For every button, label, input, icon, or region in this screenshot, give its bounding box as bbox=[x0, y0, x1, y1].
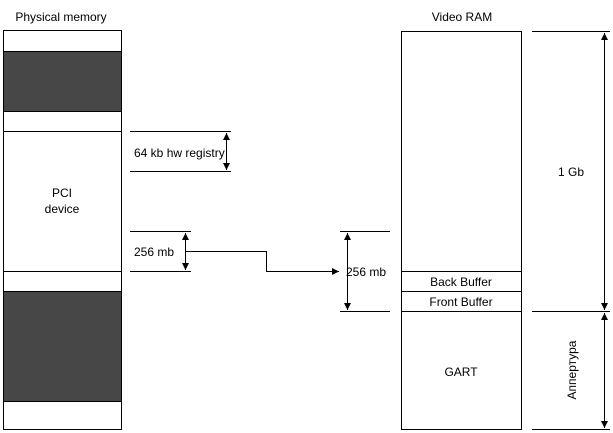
front-buffer-label: Front Buffer bbox=[429, 295, 492, 309]
mapping-connector-arrow bbox=[186, 251, 339, 275]
left-256mb-label: 256 mb bbox=[134, 245, 174, 259]
right-256mb-bracket bbox=[340, 231, 390, 312]
phys-top-segment bbox=[3, 30, 122, 52]
video-ram-title: Video RAM bbox=[432, 10, 492, 24]
aperture-label: Аппертура bbox=[565, 340, 579, 399]
left-256mb-bracket bbox=[130, 231, 191, 272]
gart-region bbox=[401, 311, 522, 430]
gart-label: GART bbox=[444, 365, 478, 379]
hw-registry-label: 64 kb hw registry bbox=[134, 146, 225, 160]
phys-gap-segment-bottom bbox=[3, 271, 122, 292]
right-256mb-label: 256 mb bbox=[346, 265, 386, 279]
pci-device-region bbox=[3, 131, 122, 272]
hw-registry-bracket bbox=[130, 131, 231, 172]
physical-memory-title: Physical memory bbox=[15, 10, 106, 24]
aperture-bracket bbox=[532, 313, 610, 430]
phys-bottom-segment bbox=[3, 401, 122, 430]
pci-device-label-line1: PCI bbox=[52, 186, 72, 200]
phys-reserved-block-bottom bbox=[3, 291, 122, 402]
back-buffer-label: Back Buffer bbox=[430, 275, 492, 289]
phys-gap-segment-top bbox=[3, 111, 122, 132]
phys-reserved-block-top bbox=[3, 51, 122, 112]
video-ram-column bbox=[401, 31, 522, 430]
vram-free-region bbox=[401, 31, 522, 272]
vram-1gb-bracket bbox=[532, 31, 610, 312]
physical-memory-column bbox=[3, 30, 122, 430]
vram-1gb-label: 1 Gb bbox=[558, 165, 584, 179]
pci-device-label-line2: device bbox=[45, 202, 80, 216]
